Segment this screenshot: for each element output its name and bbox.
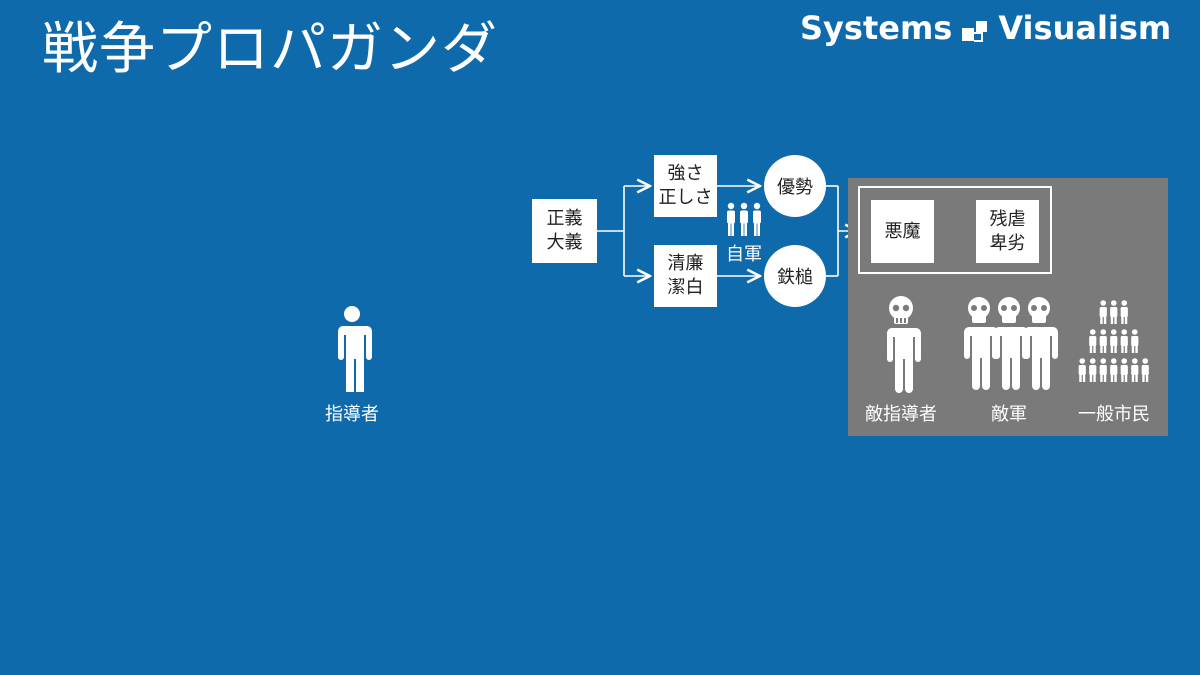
- enemy-attributes-frame: [858, 186, 1052, 274]
- page-title: 戦争プロパガンダ: [42, 17, 498, 82]
- node-tsuyosa-tadashisa: 強さ 正しさ: [654, 155, 717, 217]
- node-zangyaku-retsu: 残虐 卑劣: [976, 200, 1039, 263]
- leader-person-icon: [337, 306, 372, 392]
- label-teki-shidosha: 敵指導者: [865, 404, 937, 425]
- enemy-army-skull-icon: [964, 297, 1058, 390]
- systems-logo-icon: [962, 15, 988, 42]
- node-tettsui: 鉄槌: [764, 245, 826, 307]
- node-seiren-keppaku: 清廉 潔白: [654, 245, 717, 307]
- brand-word-systems: Systems: [800, 9, 953, 47]
- label-jigun: 自軍: [726, 244, 762, 265]
- node-akuma: 悪魔: [871, 200, 934, 263]
- brand-word-visualism: Visualism: [998, 9, 1172, 47]
- label-teki-gun: 敵軍: [991, 404, 1027, 425]
- enemy-leader-skull-icon: [886, 296, 921, 393]
- brand-logo: Systems Visualism: [800, 8, 1192, 48]
- label-shimin: 一般市民: [1078, 404, 1150, 425]
- civilians-crowd-icon: [1078, 300, 1149, 382]
- own-army-icon: [727, 202, 761, 236]
- node-seigi-taigi: 正義 大義: [532, 199, 597, 263]
- node-yusei: 優勢: [764, 155, 826, 217]
- label-shidosha: 指導者: [325, 404, 379, 425]
